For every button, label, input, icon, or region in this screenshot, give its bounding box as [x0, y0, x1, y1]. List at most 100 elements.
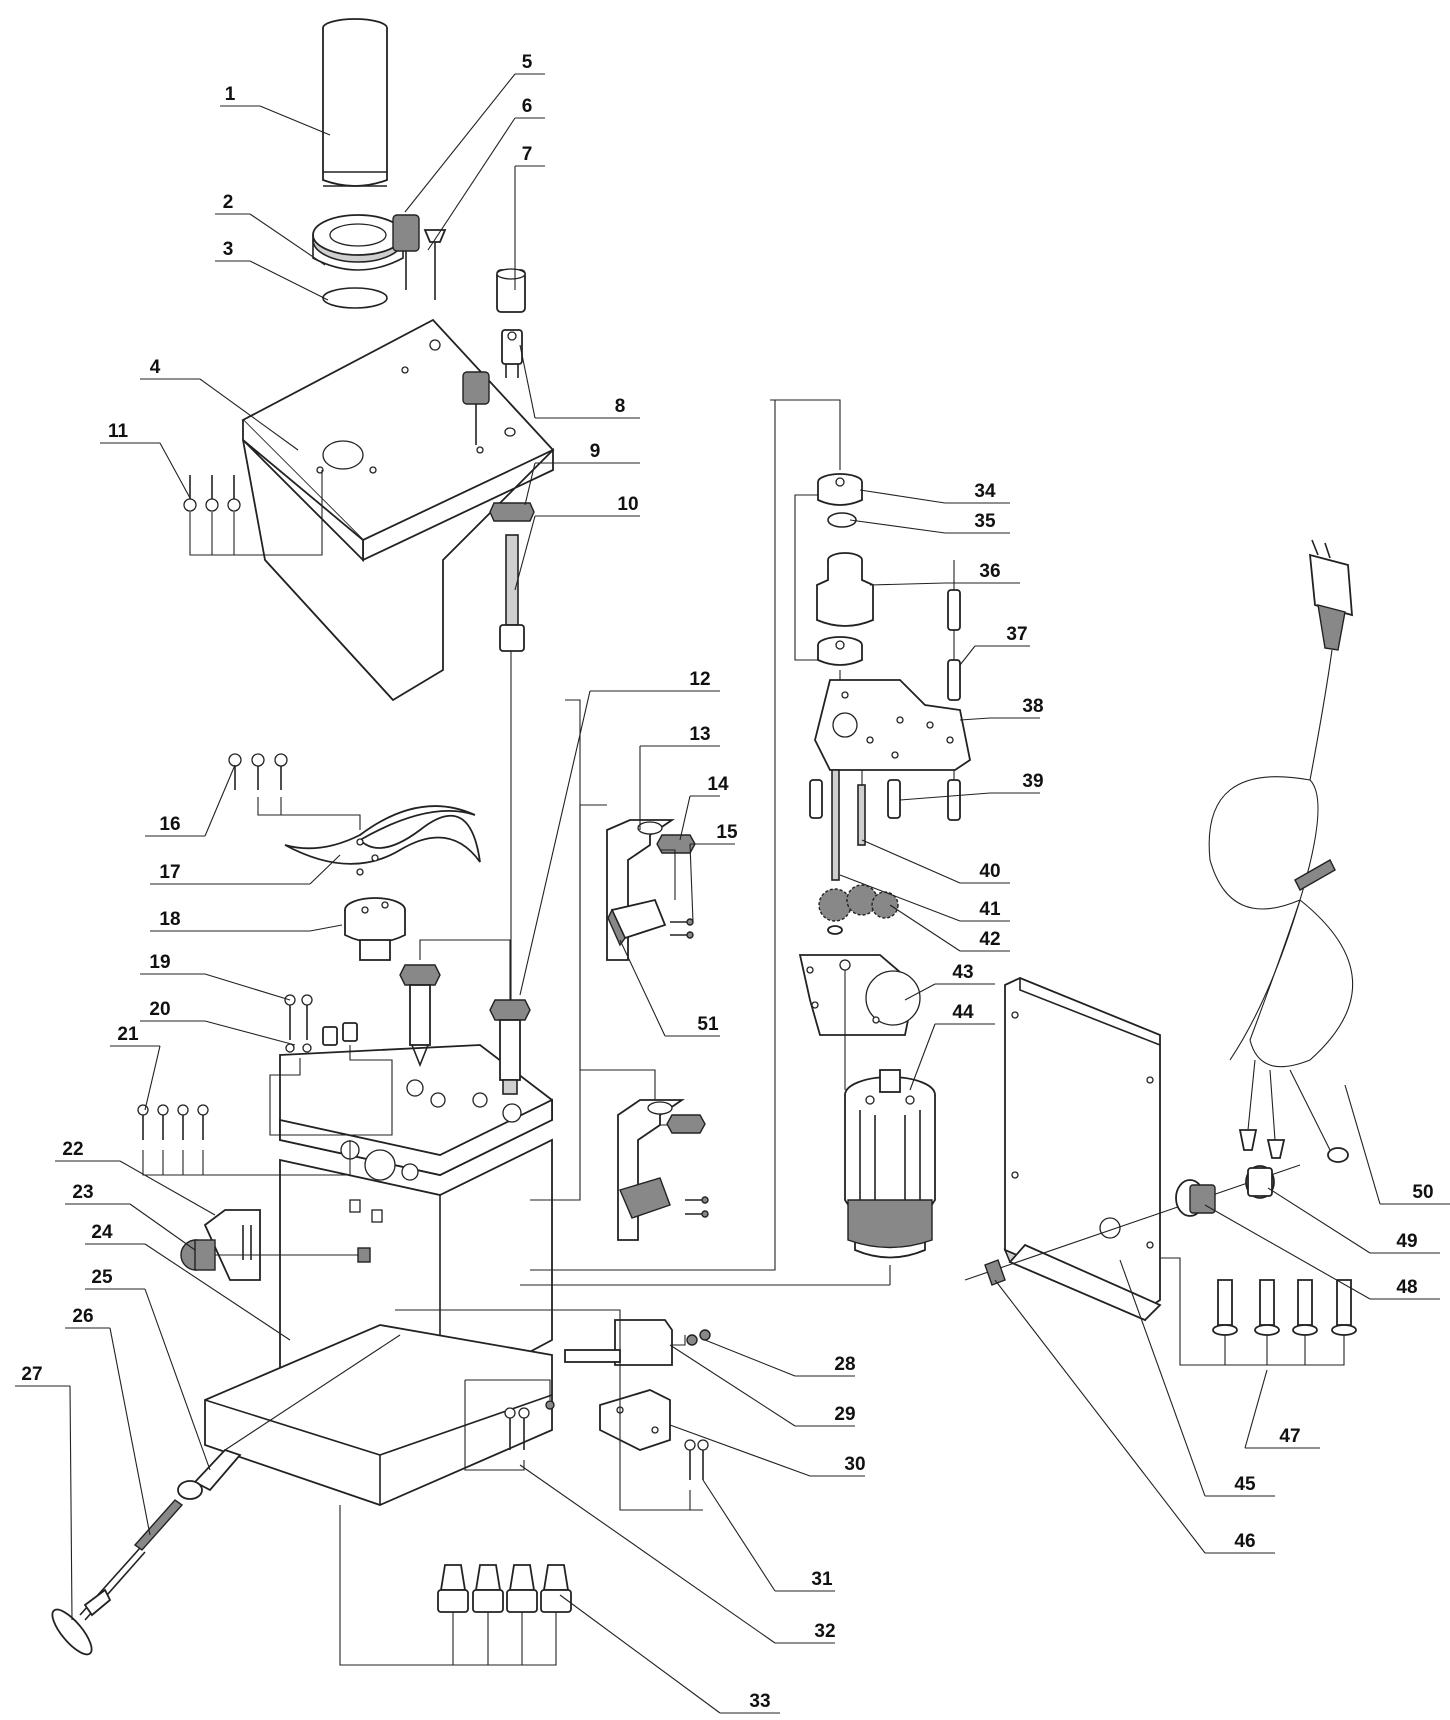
callout-41: 41	[839, 874, 1010, 922]
callout-48: 48	[1204, 1204, 1440, 1300]
callout-leader	[524, 462, 536, 506]
callout-leader	[1344, 1084, 1381, 1205]
callout-number: 3	[223, 239, 234, 260]
callout-number: 6	[522, 96, 533, 117]
callout-5: 5	[404, 52, 545, 213]
callout-number: 37	[1006, 624, 1027, 645]
callout-42: 42	[889, 904, 1010, 952]
callout-number: 15	[716, 822, 738, 843]
part-motor-mount	[798, 954, 921, 1090]
callout-leader	[1267, 1187, 1371, 1254]
part-knob-5	[392, 214, 447, 300]
callout-23: 23	[65, 1182, 196, 1251]
part-bracket-30	[599, 1318, 700, 1511]
callout-number: 30	[844, 1454, 865, 1475]
part-nozzles	[399, 939, 531, 1095]
callout-number: 50	[1412, 1182, 1433, 1203]
callout-leader	[959, 645, 976, 666]
part-bolts-19-20	[269, 994, 393, 1136]
part-screws-11	[183, 470, 323, 556]
callout-leader	[519, 344, 536, 419]
callout-26: 26	[65, 1306, 151, 1536]
callout-leader	[159, 442, 191, 499]
callout-leader	[514, 515, 536, 591]
callout-leader	[129, 1203, 196, 1251]
callout-16: 16	[145, 764, 236, 837]
callout-45: 45	[1119, 1259, 1275, 1497]
callout-7: 7	[514, 144, 545, 290]
part-solenoid-29	[395, 1309, 711, 1366]
callout-11: 11	[100, 421, 191, 499]
callout-leader	[69, 1385, 73, 1621]
callout-number: 45	[1234, 1474, 1256, 1495]
callout-39: 39	[899, 771, 1044, 801]
callout-17: 17	[150, 854, 341, 885]
callout-12: 12	[519, 669, 720, 996]
callout-leader	[309, 924, 343, 932]
part-pins-37	[947, 560, 961, 701]
callout-number: 1	[225, 84, 236, 105]
callout-number: 14	[707, 774, 729, 795]
callout-leader	[861, 839, 961, 884]
callout-leader	[259, 105, 331, 136]
part-feet-33	[339, 1505, 572, 1666]
callout-number: 24	[91, 1222, 113, 1243]
callout-6: 6	[427, 96, 545, 251]
callout-number: 12	[689, 669, 710, 690]
callout-number: 27	[21, 1364, 42, 1385]
callout-3: 3	[215, 239, 329, 301]
part-side-panel	[1003, 977, 1162, 1322]
callout-28: 28	[704, 1339, 856, 1377]
callout-number: 39	[1022, 771, 1043, 792]
callout-9: 9	[524, 441, 640, 506]
callout-number: 42	[979, 929, 1000, 950]
callout-51: 51	[619, 939, 720, 1037]
callout-leader	[144, 1045, 161, 1111]
callout-20: 20	[140, 999, 296, 1046]
callout-number: 13	[689, 724, 710, 745]
callout-leader	[669, 1424, 811, 1477]
part-plunger-25-27	[51, 1334, 401, 1656]
callout-leader	[119, 1160, 216, 1216]
callout-number: 38	[1022, 696, 1043, 717]
part-switch-bracket-upper	[579, 804, 700, 1126]
callout-50: 50	[1344, 1084, 1450, 1205]
callout-36: 36	[869, 561, 1020, 586]
callout-number: 25	[91, 1267, 113, 1288]
callout-number: 44	[952, 1002, 974, 1023]
callout-15: 15	[689, 822, 738, 923]
callout-46: 46	[994, 1279, 1275, 1554]
callout-40: 40	[861, 839, 1010, 884]
callout-number: 28	[834, 1354, 855, 1375]
callout-number: 40	[979, 861, 1000, 882]
callout-number: 35	[974, 511, 996, 532]
callout-number: 4	[150, 357, 161, 378]
callout-leader	[204, 764, 236, 837]
callout-43: 43	[904, 962, 995, 1001]
part-gears-42	[818, 884, 899, 935]
part-shaft-assembly	[489, 268, 535, 1040]
callout-number: 5	[522, 52, 533, 73]
callout-leader	[839, 874, 961, 922]
callout-leader	[519, 690, 591, 996]
callout-1: 1	[220, 84, 331, 136]
callout-number: 19	[149, 952, 170, 973]
callout-37: 37	[959, 624, 1030, 666]
callout-number: 17	[159, 862, 180, 883]
callout-number: 32	[814, 1621, 835, 1642]
callout-4: 4	[140, 357, 299, 451]
callout-29: 29	[669, 1344, 856, 1427]
part-hopper-housing	[241, 318, 555, 702]
callout-number: 11	[108, 421, 129, 442]
callout-leader	[427, 117, 516, 251]
part-body-block	[279, 1138, 553, 1401]
callout-number: 26	[72, 1306, 93, 1327]
part-collar-ring	[312, 214, 404, 271]
callout-number: 47	[1279, 1426, 1300, 1447]
part-screws-47	[1160, 1257, 1357, 1366]
part-base-plinth	[204, 1324, 553, 1506]
callout-leader	[204, 1020, 296, 1046]
callout-number: 20	[149, 999, 170, 1020]
callout-leader	[904, 983, 936, 1001]
callout-leader	[899, 792, 991, 801]
